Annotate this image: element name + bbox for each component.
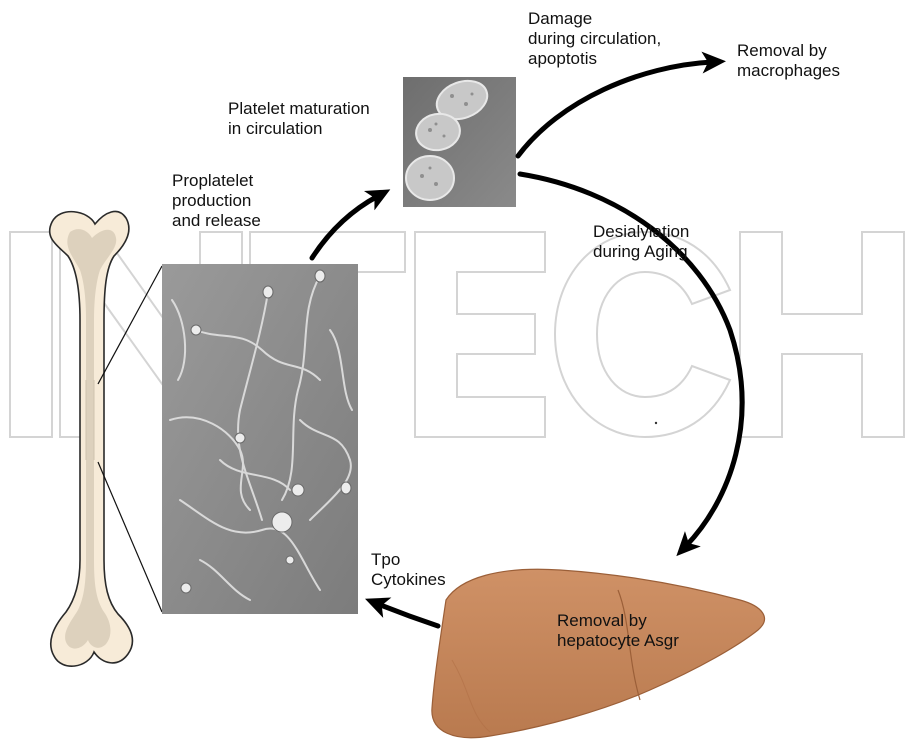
label-proplatelet: Proplatelet production and release xyxy=(172,171,261,231)
platelet-micrograph xyxy=(403,74,516,207)
label-removal-hepatocyte: Removal by hepatocyte Asgr xyxy=(557,611,679,651)
label-removal-macrophages: Removal by macrophages xyxy=(737,41,840,81)
liver-illustration xyxy=(432,569,765,737)
bone-illustration xyxy=(50,211,133,666)
label-desialylation: Desialylation during Aging xyxy=(593,222,689,262)
zoom-line-top xyxy=(98,266,162,384)
label-tpo-cytokines: Tpo Cytokines xyxy=(371,550,446,590)
arrow-liver-to-marrow xyxy=(378,604,438,626)
watermark xyxy=(10,232,904,437)
label-platelet-maturation: Platelet maturation in circulation xyxy=(228,99,370,139)
stray-dot xyxy=(655,422,657,424)
label-damage: Damage during circulation, apoptotis xyxy=(528,9,661,69)
proplatelet-micrograph xyxy=(162,264,358,614)
arrows xyxy=(312,62,742,626)
arrow-to-macrophages xyxy=(518,62,712,156)
arrow-proplatelet-to-circulation xyxy=(312,196,378,258)
